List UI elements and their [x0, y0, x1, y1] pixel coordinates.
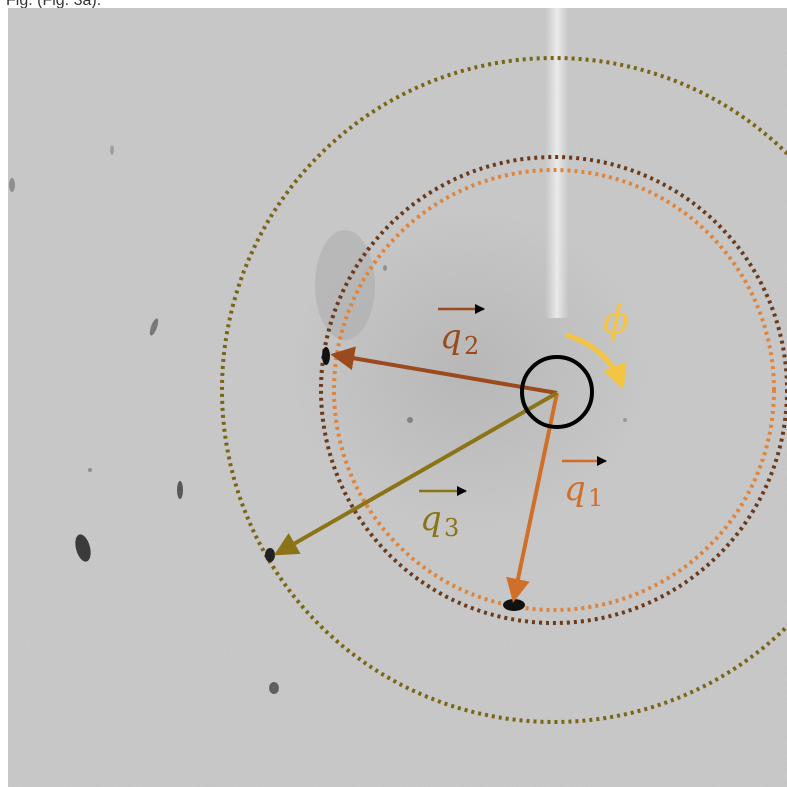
bragg-spot [177, 481, 183, 499]
q1-subscript: 1 [588, 484, 603, 512]
peak-q3 [265, 548, 275, 562]
q1-label: q 1 [562, 456, 607, 512]
bragg-spot [9, 178, 15, 192]
q3-subscript: 3 [444, 514, 459, 542]
bragg-spot [88, 468, 92, 472]
beamstop-streak [545, 8, 569, 318]
q3-letter: q [420, 499, 442, 539]
bragg-spot [269, 682, 279, 694]
phi-rotation-arrow [565, 332, 627, 390]
bragg-spot [383, 265, 387, 271]
inner-dotted-ring-orange [332, 168, 776, 612]
q2-vector [330, 346, 558, 395]
bragg-spot [149, 318, 159, 336]
bragg-spot [623, 418, 627, 422]
outer-dotted-ring [220, 56, 787, 724]
beam-center-circle [520, 355, 594, 429]
bragg-spot [75, 534, 91, 562]
caption-fragment: Fig. (Fig. 3a). [6, 0, 102, 9]
q2-letter: q [440, 317, 462, 357]
q3-vector [273, 391, 558, 556]
bragg-spot [407, 417, 413, 423]
peak-q2 [322, 347, 330, 365]
bragg-spot [110, 145, 114, 155]
peak-q1 [503, 599, 525, 611]
q2-subscript: 2 [464, 332, 479, 360]
q3-label: q 3 [419, 486, 467, 542]
q2-label: q 2 [438, 304, 485, 360]
q1-letter: q [564, 469, 586, 509]
phi-label: ϕ [603, 298, 629, 342]
inner-dotted-ring-dark [319, 155, 787, 625]
